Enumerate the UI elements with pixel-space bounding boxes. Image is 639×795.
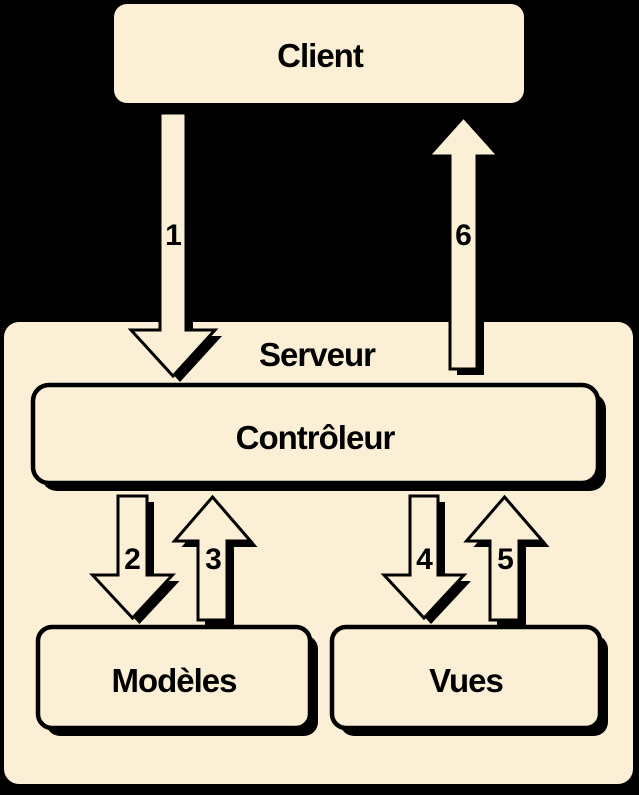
arrow-5-label: 5 xyxy=(497,543,513,576)
node-controleur xyxy=(30,382,606,491)
arrow-4-controleur-to-vues xyxy=(380,494,471,624)
arrow-6-label: 6 xyxy=(455,219,471,252)
node-client-label: Client xyxy=(277,37,364,74)
node-controleur-label: Contrôleur xyxy=(236,419,396,456)
arrow-2-controleur-to-modeles xyxy=(89,494,180,624)
node-modeles-box xyxy=(35,624,313,731)
arrow-1-label: 1 xyxy=(165,219,181,252)
arrow-5-shape xyxy=(463,494,546,622)
node-controleur-box xyxy=(30,382,601,486)
arrow-5-vues-to-controleur xyxy=(463,494,550,626)
node-modeles xyxy=(35,624,318,736)
arrow-3-modeles-to-controleur xyxy=(171,494,258,626)
arrow-2-shape xyxy=(89,494,176,621)
arrow-2-label: 2 xyxy=(124,543,140,576)
arrow-6-shape xyxy=(425,114,502,371)
arrow-6-controleur-to-client xyxy=(425,114,506,375)
arrow-4-label: 4 xyxy=(416,543,433,576)
arrow-4-shape xyxy=(380,494,468,621)
node-modeles-label: Modèles xyxy=(111,662,236,699)
node-vues-box xyxy=(329,624,603,731)
server-container-label: Serveur xyxy=(259,336,376,373)
arrow-1-shape xyxy=(127,111,219,379)
arrow-1-client-to-controleur xyxy=(127,111,222,382)
arrow-3-shape xyxy=(171,494,254,622)
arrow-3-label: 3 xyxy=(205,543,221,576)
node-vues-label: Vues xyxy=(429,662,503,699)
node-client xyxy=(114,4,524,103)
node-vues xyxy=(329,624,608,736)
